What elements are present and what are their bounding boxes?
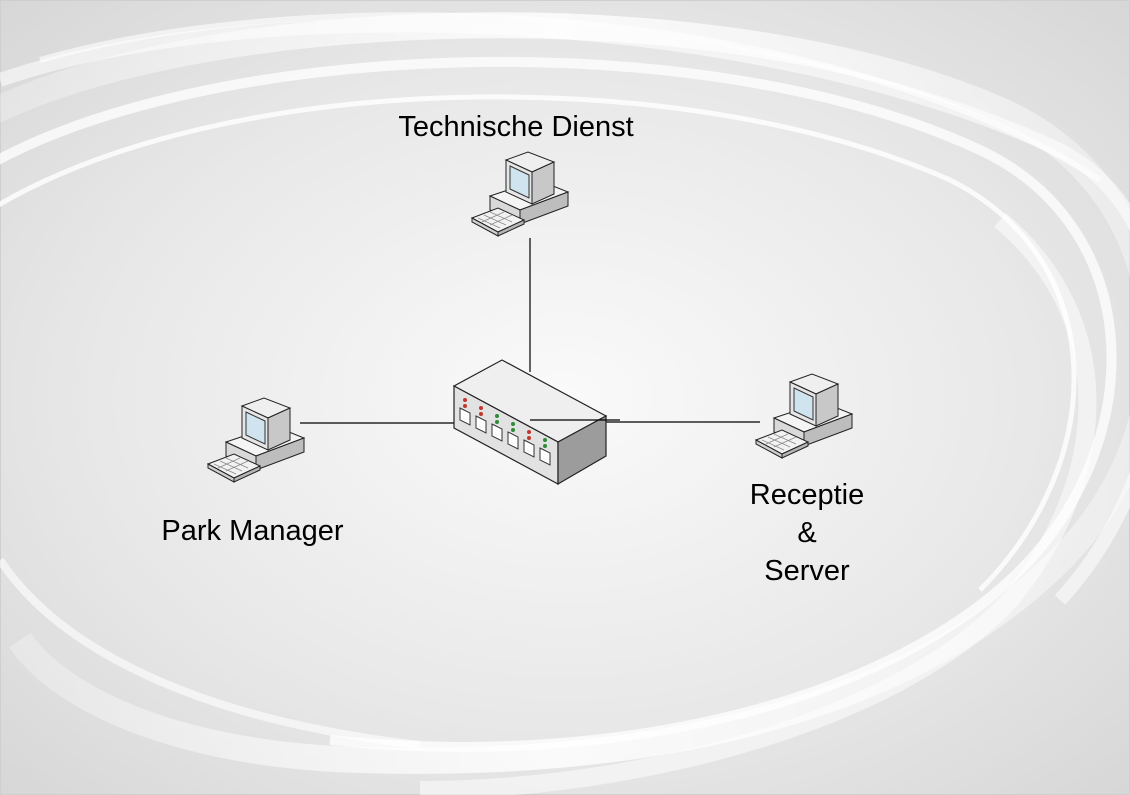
label-park-manager: Park Manager bbox=[161, 515, 344, 547]
label-receptie-server: Receptie & Server bbox=[716, 476, 898, 590]
desktop-computer-icon bbox=[206, 397, 306, 483]
label-line: & bbox=[797, 517, 817, 549]
label-line: Receptie bbox=[749, 479, 865, 511]
desktop-computer-icon bbox=[470, 151, 570, 237]
desktop-computer-icon bbox=[754, 373, 854, 459]
computer-technische-dienst[interactable] bbox=[468, 148, 580, 248]
network-switch-icon bbox=[452, 359, 620, 486]
label-line: Server bbox=[764, 555, 850, 587]
network-switch[interactable] bbox=[448, 356, 624, 490]
computer-receptie-server[interactable] bbox=[752, 370, 864, 470]
computer-park-manager[interactable] bbox=[204, 394, 316, 494]
label-technische-dienst: Technische Dienst bbox=[398, 111, 634, 143]
